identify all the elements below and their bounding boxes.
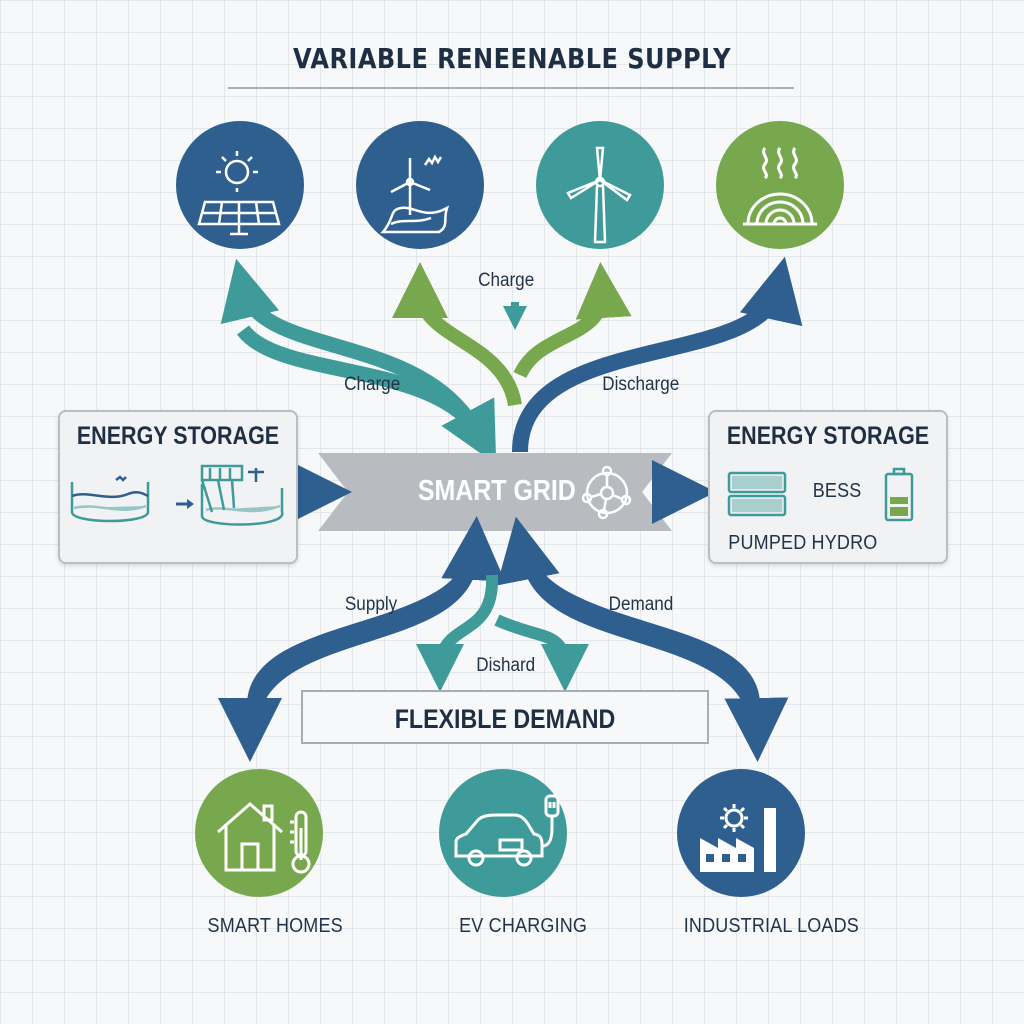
storage-panel-right[interactable]: ENERGY STORAGE BESS PUMPED HYDRO [708,410,948,564]
battery-level-icon [884,467,914,522]
arrow-grid-to-industrial [522,558,789,762]
label-supply: Supply [344,594,398,615]
industrial-loads-label: INDUSTRIAL LOADS [683,915,859,937]
arrow-grid-to-turbine [513,262,632,379]
arrow-charge-to-grid [236,324,497,465]
ev-charging-label: EV CHARGING [459,915,588,937]
arrow-discharge-right [494,614,589,692]
title-divider [228,87,794,89]
geothermal-icon [716,121,844,249]
supply-node-solar[interactable] [175,120,305,250]
gear-icon [720,804,748,832]
wind-and-water-icon [356,121,484,249]
factory-icon [677,769,805,897]
label-charge-left: Charge [344,374,401,395]
storage-panel-left[interactable]: ENERGY STORAGE [58,410,298,564]
diagram-title: VARIABLE RENEENABLE SUPPLY [292,42,732,75]
smart-grid-banner [318,453,672,531]
house-thermometer-icon [195,769,323,897]
smart-grid-label: SMART GRID [417,475,576,507]
reservoir-lower-icon [70,475,150,523]
arrow-discharge-left [416,574,499,692]
reservoir-upper-icon [200,464,284,526]
flexible-demand-title: FLEXIBLE DEMAND [394,704,616,734]
label-discharge: Discharge [602,374,680,395]
electric-car-icon [439,769,567,897]
pumped-hydro-label: PUMPED HYDRO [728,532,878,554]
supply-node-wind-turbine[interactable] [535,120,665,250]
demand-node-smart-homes[interactable] [194,768,324,898]
wind-turbine-icon [536,121,664,249]
flexible-demand-box: FLEXIBLE DEMAND [301,690,709,744]
demand-node-ev-charging[interactable] [438,768,568,898]
solar-panel-icon [176,121,304,249]
demand-node-industrial[interactable] [676,768,806,898]
network-nodes-icon[interactable] [576,462,638,524]
storage-left-title: ENERGY STORAGE [76,422,280,450]
supply-node-wind-water[interactable] [355,120,485,250]
battery-stack-icon [727,471,787,517]
label-demand: Demand [608,594,674,615]
label-charge-top: Charge [478,270,535,291]
label-dishard: Dishard [476,655,536,676]
smart-homes-label: SMART HOMES [207,915,343,937]
arrow-grid-to-geothermal [512,256,803,453]
storage-right-title: ENERGY STORAGE [726,422,930,450]
arrow-grid-to-wind-water [392,262,522,407]
bess-label: BESS [812,480,862,502]
arrow-grid-to-smart-homes [218,558,478,762]
supply-node-geothermal[interactable] [715,120,845,250]
pumped-hydro-reservoirs [70,464,284,526]
